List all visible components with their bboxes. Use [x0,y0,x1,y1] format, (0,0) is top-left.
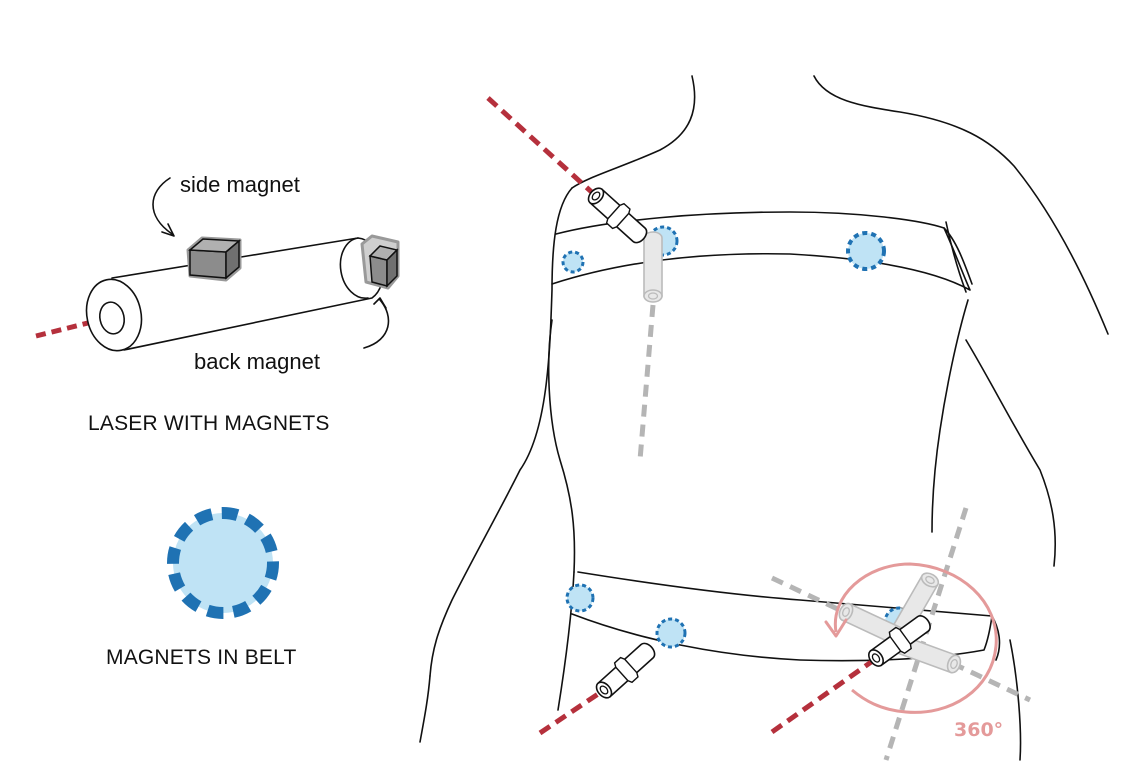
magnet-legend: MAGNETS IN BELT [106,507,296,669]
rotation-label: 360° [954,719,1003,741]
side-magnet-cube-icon [186,236,242,282]
waist-laser-beam-right [770,657,876,735]
guide-line-vertical [883,507,969,761]
waist-magnet-left [565,583,595,613]
side-magnet-arrow-icon [152,177,173,235]
waist-laser-beam-left [538,687,606,736]
magnets-caption: MAGNETS IN BELT [106,646,296,669]
waist-laser-left-icon [590,636,662,705]
chest-laser-icon [582,181,654,250]
laser-caption: LASER WITH MAGNETS [88,412,330,435]
legend-laser-beam [35,315,109,339]
waist-belt: 360° [538,507,1032,761]
belt-magnet-icon [167,507,279,619]
chest-magnet-left [561,250,585,274]
chest-laser-beam [486,96,598,198]
chest-magnet-right [846,231,886,271]
chest-belt [486,96,886,461]
back-magnet-cube-icon [360,234,400,290]
rotation-arc-icon [833,562,998,714]
waist-magnet-center [655,617,687,649]
laser-legend: side magnet back magnet LASER WITH MAGNE… [35,172,400,435]
rotation-arrowhead-icon [824,618,848,638]
torso-outline [419,75,1109,761]
chest-laser-ghost [643,231,663,303]
side-magnet-label: side magnet [180,172,300,197]
chest-guide-line [637,304,656,461]
back-magnet-label: back magnet [194,349,320,374]
